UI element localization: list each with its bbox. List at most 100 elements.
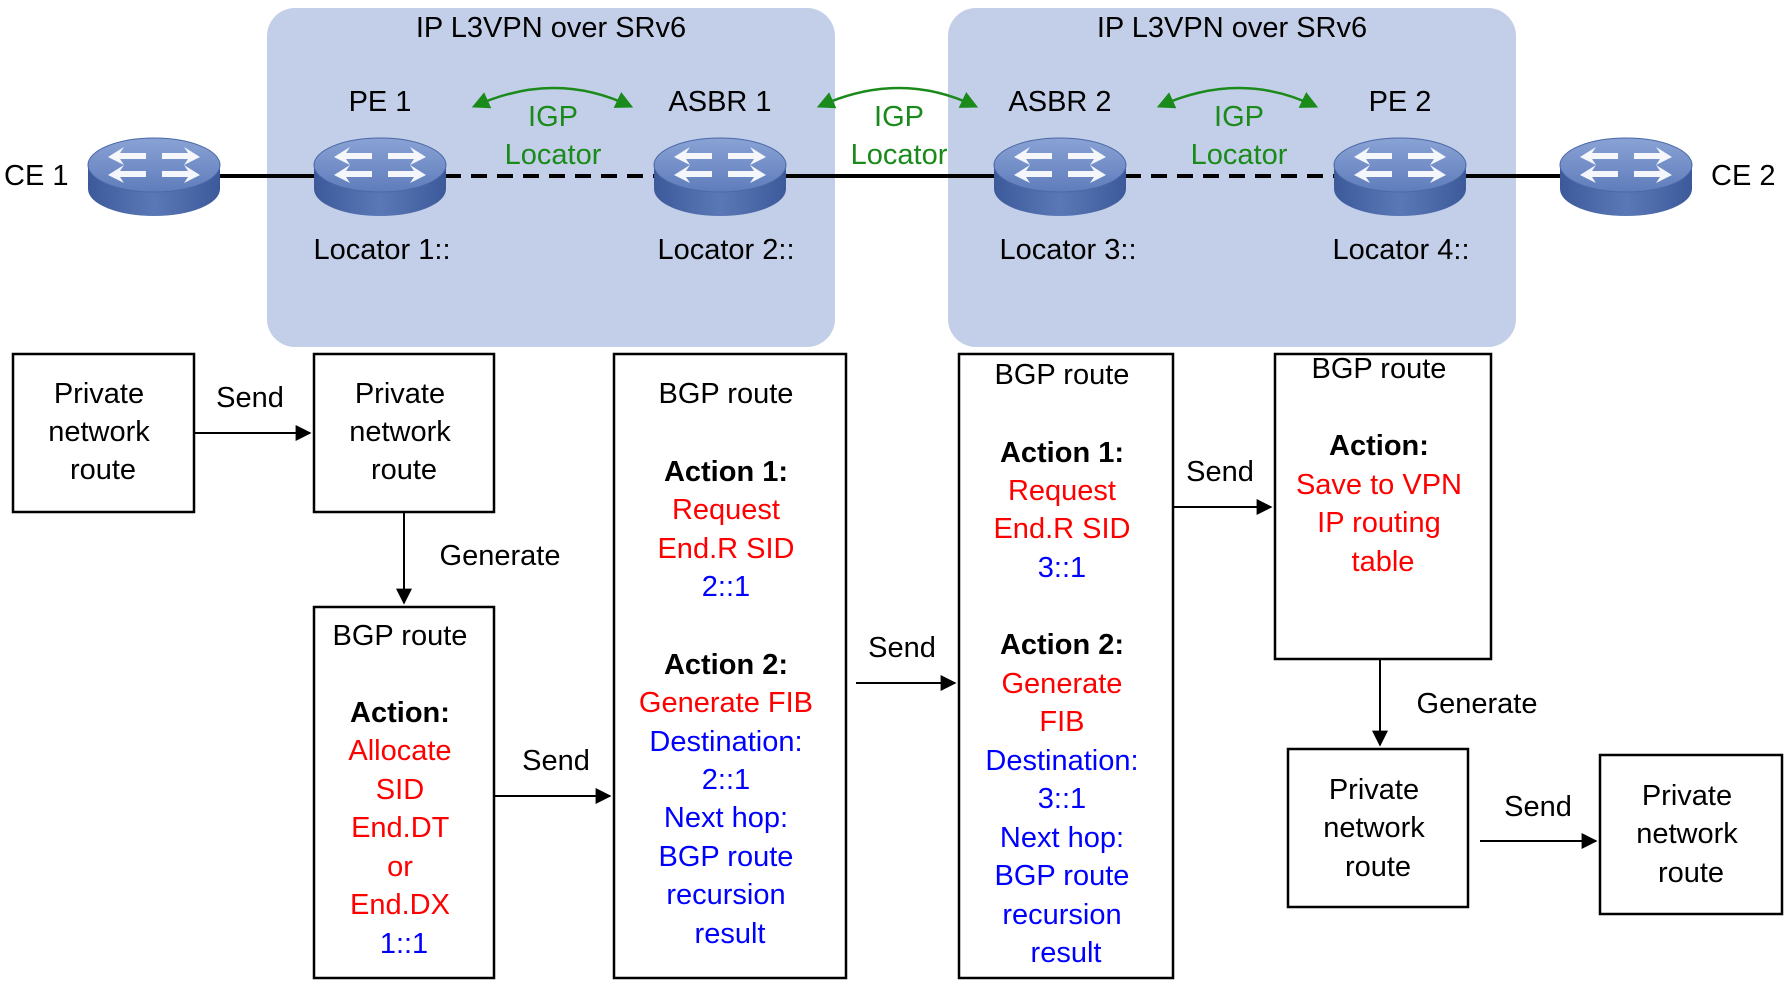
box5-action-1: Action 1: (1000, 437, 1124, 469)
box3-red-2: SID (376, 774, 424, 806)
box5-a2-blue-6: result (1031, 937, 1102, 969)
box-pe2-private-route: Private network route (1286, 747, 1470, 909)
label-send-3: Send (868, 632, 936, 664)
box4-a2-blue-3: Next hop: (664, 802, 788, 834)
igp-label-2: IGP (874, 101, 924, 133)
box6-title: BGP route (1312, 353, 1447, 385)
svg-text:Private network ro: Private network route (1323, 774, 1433, 883)
box4-a1-blue-1: 2::1 (702, 571, 750, 603)
locator-pe2: Locator 4:: (1332, 234, 1469, 266)
box1-line-3: route (70, 454, 136, 486)
box8-line-3: route (1658, 857, 1724, 889)
box4-a2-blue-5: recursion (666, 879, 785, 911)
box5-a2-red-2: FIB (1039, 706, 1084, 738)
box-asbr2-bgp-route: BGP route Action 1: Request End.R SID 3:… (957, 352, 1175, 980)
igp-advertisement-2: IGP Locator (816, 86, 979, 171)
igp-locator-label-3: Locator (1191, 139, 1288, 171)
box4-action-2: Action 2: (664, 649, 788, 681)
box4-title: BGP route (659, 378, 794, 410)
box6-red-2: IP routing (1317, 507, 1441, 539)
box5-a2-blue-3: Next hop: (1000, 822, 1124, 854)
box2-line-2: network (349, 416, 451, 448)
box1-line-1: Private (54, 378, 144, 410)
box5-a2-blue-5: recursion (1002, 899, 1121, 931)
igp-label-3: IGP (1214, 101, 1264, 133)
routers (87, 137, 1693, 216)
igp-locator-label-2: Locator (851, 139, 948, 171)
box4-action-1: Action 1: (664, 456, 788, 488)
label-send-5: Send (1504, 791, 1572, 823)
box8-line-2: network (1636, 818, 1738, 850)
box1-line-2: network (48, 416, 150, 448)
igp-advertisement-1: IGP Locator (471, 86, 634, 171)
box7-line-1: Private (1329, 774, 1419, 806)
igp-label-1: IGP (528, 101, 578, 133)
label-pe1: PE 1 (349, 86, 412, 118)
box5-a2-red-1: Generate (1002, 668, 1123, 700)
box3-blue-1: 1::1 (380, 928, 428, 960)
domain-2-title: IP L3VPN over SRv6 (1097, 12, 1367, 44)
box6-red-1: Save to VPN (1296, 469, 1462, 501)
box3-red-3: End.DT (351, 812, 450, 844)
box4-a1-red-1: Request (672, 494, 780, 526)
box-ce1-private-route: Private network route (11, 352, 196, 514)
box2-line-3: route (371, 454, 437, 486)
domain-1-title: IP L3VPN over SRv6 (416, 12, 686, 44)
box3-red-1: Allocate (348, 735, 451, 767)
svg-text:Private network ro: Private network route (349, 378, 459, 486)
svg-text:Private network ro: Private network route (48, 378, 158, 486)
box5-a2-blue-4: BGP route (995, 860, 1130, 892)
svg-text:BGP route Action 1:: BGP route Action 1: Request End.R SID 2:… (639, 378, 821, 950)
box4-a2-blue-4: BGP route (659, 841, 794, 873)
label-generate-1: Generate (440, 540, 561, 572)
box5-a1-red-2: End.R SID (993, 513, 1130, 545)
router-pe2-icon (1333, 137, 1467, 216)
box3-red-5: End.DX (350, 889, 450, 921)
box4-a2-red-1: Generate FIB (639, 687, 813, 719)
locator-asbr2: Locator 3:: (999, 234, 1136, 266)
label-send-2: Send (522, 745, 590, 777)
box4-a1-red-2: End.R SID (657, 533, 794, 565)
box2-line-1: Private (355, 378, 445, 410)
svg-text:BGP route Action 1:: BGP route Action 1: Request End.R SID 3:… (985, 359, 1146, 969)
label-asbr2: ASBR 2 (1008, 86, 1111, 118)
router-pe1-icon (313, 137, 447, 216)
svg-text:BGP route Action:: BGP route Action: Save to VPN IP routing… (1296, 353, 1470, 578)
box3-action: Action: (350, 697, 450, 729)
box5-a2-blue-1: Destination: (985, 745, 1138, 777)
label-asbr1: ASBR 1 (668, 86, 771, 118)
box4-a2-blue-6: result (695, 918, 766, 950)
label-ce2: CE 2 (1711, 160, 1775, 192)
router-ce2-icon (1559, 137, 1693, 216)
label-pe2: PE 2 (1369, 86, 1432, 118)
label-generate-2: Generate (1417, 688, 1538, 720)
box6-red-3: table (1352, 546, 1415, 578)
box-asbr1-bgp-route: BGP route Action 1: Request End.R SID 2:… (612, 352, 848, 980)
box7-line-2: network (1323, 812, 1425, 844)
box4-a2-blue-1: Destination: (649, 726, 802, 758)
svg-text:Private network ro: Private network route (1636, 780, 1746, 889)
router-ce1-icon (87, 137, 221, 216)
box5-a1-red-1: Request (1008, 475, 1116, 507)
svg-text:BGP route Action:: BGP route Action: Allocate SID End.DT or… (333, 620, 476, 960)
box5-title: BGP route (995, 359, 1130, 391)
flow-arrows (194, 425, 1598, 849)
locator-pe1: Locator 1:: (313, 234, 450, 266)
box-pe1-bgp-route: BGP route Action: Allocate SID End.DT or… (312, 605, 496, 980)
box4-a2-blue-2: 2::1 (702, 764, 750, 796)
igp-locator-label-1: Locator (505, 139, 602, 171)
router-asbr2-icon (993, 137, 1127, 216)
label-send-1: Send (216, 382, 284, 414)
box3-title: BGP route (333, 620, 468, 652)
box-pe1-private-route: Private network route (312, 352, 496, 514)
box5-a2-blue-2: 3::1 (1038, 783, 1086, 815)
box-pe2-bgp-route: BGP route Action: Save to VPN IP routing… (1273, 352, 1493, 661)
box5-action-2: Action 2: (1000, 629, 1124, 661)
box-ce2-private-route: Private network route (1598, 753, 1784, 916)
box3-red-4: or (387, 851, 413, 883)
locator-asbr1: Locator 2:: (657, 234, 794, 266)
igp-advertisement-3: IGP Locator (1156, 86, 1319, 171)
box8-line-1: Private (1642, 780, 1732, 812)
box6-action: Action: (1329, 430, 1429, 462)
